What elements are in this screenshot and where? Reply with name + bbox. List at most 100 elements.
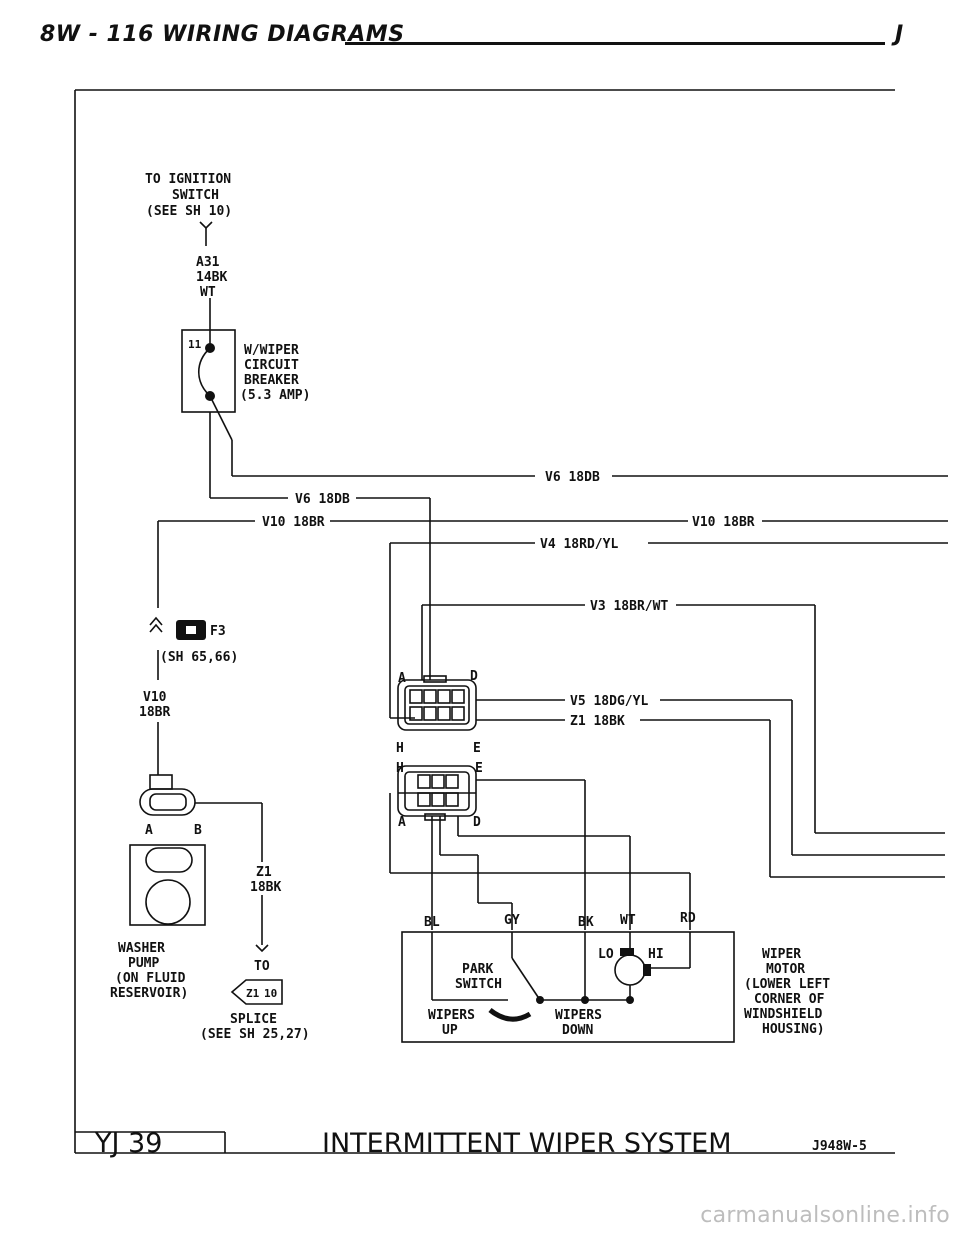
wiper-motor-symbol [614,954,646,986]
connector-2-label-d: D [473,815,481,830]
park-contact-right [626,996,634,1004]
splice-10-label: 10 [264,987,277,1000]
fuse-ref-label: (SH 65,66) [160,650,238,665]
wire-label-v10-left: V10 18BR [262,515,325,530]
fuse-connector-chevron-b [149,623,163,633]
circuit-breaker-box [181,329,236,413]
washer-label-1: WASHER [118,941,165,956]
motor-lo-label: LO [598,947,614,962]
motor-desc-6: HOUSING) [762,1022,825,1037]
breaker-output-lead [209,395,233,441]
motor-desc-1: WIPER [762,947,801,962]
park-switch-label-2: SWITCH [455,977,502,992]
washer-pump-motor-symbol [145,879,191,925]
wire-label-v10-right: V10 18BR [692,515,755,530]
washer-label-2: PUMP [128,956,159,971]
footer-code: J948W-5 [812,1139,867,1154]
washer-pump-box [129,844,206,926]
breaker-terminal-top [205,343,215,353]
breaker-terminal-bottom [205,391,215,401]
motor-pin-rd-label: RD [680,911,696,926]
breaker-label-3: BREAKER [244,373,299,388]
connector-1-label-e: E [473,741,481,756]
wipers-down-label-1: WIPERS [555,1008,602,1023]
splice-z1-label: Z1 [246,987,260,1000]
footer-title: INTERMITTENT WIPER SYSTEM [322,1128,732,1159]
connector-2-label-e: E [475,761,483,776]
a31-label-1: A31 [196,255,220,270]
park-switch-label-1: PARK [462,962,493,977]
breaker-label-4: (5.3 AMP) [240,388,310,403]
connector-1-shell [397,679,477,731]
connector-1-latch [423,675,447,683]
motor-desc-2: MOTOR [766,962,805,977]
z1-left-label-1: Z1 [256,865,272,880]
connector-1-label-h: H [396,741,404,756]
wipers-up-label-1: WIPERS [428,1008,475,1023]
ignition-label-3: (SEE SH 10) [146,204,232,219]
breaker-label-1: W/WIPER [244,343,299,358]
splice-label-1: SPLICE [230,1012,277,1027]
wipers-up-label-2: UP [442,1023,458,1038]
connector-2-latch [424,813,446,821]
ignition-label-2: SWITCH [172,188,219,203]
connector-2-inner [404,771,470,811]
park-switch-cam [488,1007,532,1022]
connector-2-label-h: H [396,761,404,776]
wire-label-v6-lower: V6 18DB [295,492,350,507]
motor-brush-hi [643,964,651,976]
pump-connector-latch [149,774,173,790]
wire-label-v6-upper: V6 18DB [545,470,600,485]
splice-to-label: TO [254,959,270,974]
motor-pin-gy-label: GY [504,913,520,928]
wipers-down-label-2: DOWN [562,1023,593,1038]
wire-label-z1-right: Z1 18BK [570,714,625,729]
washer-label-4: RESERVOIR) [110,986,188,1001]
page-header-title: 8W - 116 WIRING DIAGRAMS [40,22,405,47]
breaker-pin-label: 11 [188,338,202,351]
watermark: carmanualsonline.info [700,1203,950,1228]
motor-desc-5: WINDSHIELD [744,1007,822,1022]
footer-model-label: YJ 39 [94,1128,162,1159]
ignition-connector-symbol [199,221,213,230]
splice-symbol [230,979,283,1005]
splice-connector-symbol [255,944,269,953]
connector-2-label-a: A [398,815,406,830]
breaker-label-2: CIRCUIT [244,358,299,373]
ignition-label-1: TO IGNITION [145,172,231,187]
splice-label-2: (SEE SH 25,27) [200,1027,310,1042]
motor-hi-label: HI [648,947,664,962]
park-contact-mid [581,996,589,1004]
breaker-element [197,347,211,397]
v10-vertical-label-2: 18BR [139,705,170,720]
park-contact-left [536,996,544,1004]
washer-label-3: (ON FLUID [115,971,186,986]
connector-1-inner [404,685,470,725]
page-header-mark: J [895,22,904,47]
pump-connector-inner [149,793,187,811]
pump-connector-shell [139,788,196,816]
connector-2-shell [397,765,477,817]
connector-2-pins [417,774,459,807]
motor-brush-lo [620,948,634,956]
a31-label-3: WT [200,285,216,300]
fuse-label: F3 [210,624,226,639]
motor-desc-4: CORNER OF [754,992,825,1007]
z1-left-label-2: 18BK [250,880,281,895]
motor-pin-bk-label: BK [578,915,594,930]
wire-label-v5: V5 18DG/YL [570,694,648,709]
motor-pin-bl-label: BL [424,915,440,930]
connector-1-pins [409,689,465,721]
washer-pump-connector [145,847,193,873]
pump-pin-a-label: A [145,823,153,838]
wiper-motor-box [401,931,735,1043]
connector-1-label-a: A [398,671,406,686]
pump-pin-b-label: B [194,823,202,838]
connector-1-label-d: D [470,669,478,684]
motor-desc-3: (LOWER LEFT [744,977,830,992]
motor-pin-wt-label: WT [620,913,636,928]
header-rule [345,42,885,45]
v10-vertical-label-1: V10 [143,690,167,705]
